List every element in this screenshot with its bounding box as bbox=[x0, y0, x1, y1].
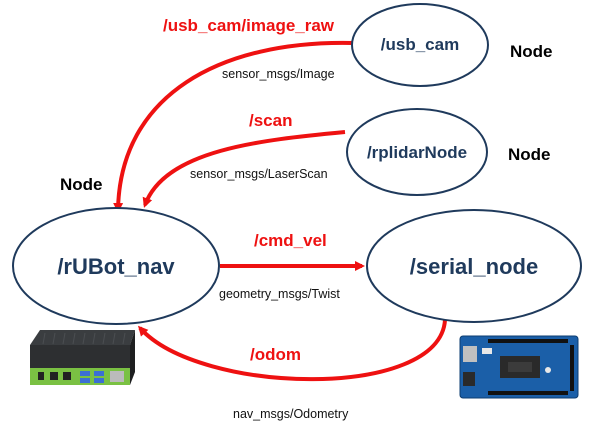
topic-scan: /scan bbox=[249, 111, 292, 130]
edge-image-raw bbox=[113, 40, 354, 213]
node-rplidar-label: /rplidarNode bbox=[367, 143, 467, 162]
msgtype-image: sensor_msgs/Image bbox=[222, 67, 335, 81]
node-rubot-nav[interactable] bbox=[12, 207, 220, 325]
node-serial-label: /serial_node bbox=[410, 254, 538, 279]
node-rplidar[interactable] bbox=[346, 108, 488, 196]
mini-pc-icon bbox=[30, 330, 135, 385]
node-usb-cam[interactable] bbox=[351, 3, 489, 87]
node-tag-usb-cam: Node bbox=[510, 42, 553, 61]
msgtype-laserscan: sensor_msgs/LaserScan bbox=[190, 167, 328, 181]
node-rubot-nav-label: /rUBot_nav bbox=[57, 254, 175, 279]
topic-odom: /odom bbox=[250, 345, 301, 364]
msgtype-odometry: nav_msgs/Odometry bbox=[233, 407, 349, 421]
edge-scan bbox=[142, 130, 346, 208]
edge-odom bbox=[137, 319, 447, 382]
node-usb-cam-label: /usb_cam bbox=[381, 35, 459, 54]
topic-cmd-vel: /cmd_vel bbox=[254, 231, 327, 250]
topic-image-raw: /usb_cam/image_raw bbox=[163, 16, 335, 35]
arduino-board-icon bbox=[459, 335, 579, 399]
node-tag-rubot: Node bbox=[60, 175, 103, 194]
node-tag-rplidar: Node bbox=[508, 145, 551, 164]
msgtype-twist: geometry_msgs/Twist bbox=[219, 287, 340, 301]
node-serial[interactable] bbox=[366, 209, 582, 323]
